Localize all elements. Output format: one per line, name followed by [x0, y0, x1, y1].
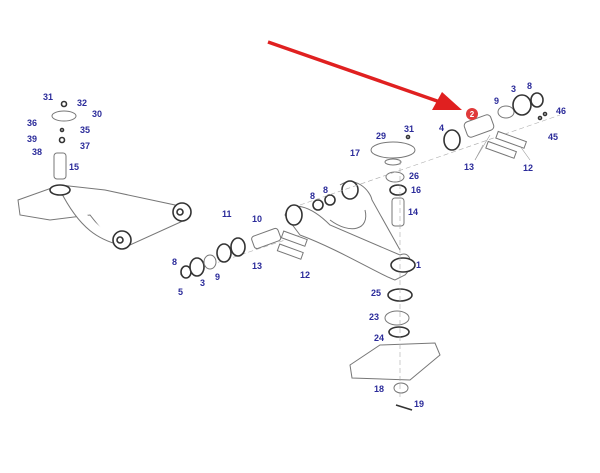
part-label: 18 [374, 384, 384, 394]
part-label: 9 [215, 272, 220, 282]
highlighted-part-marker: 2 [466, 108, 478, 120]
part-label: 12 [523, 163, 533, 173]
part-label: 13 [464, 162, 474, 172]
left-arm-assembly [17, 100, 192, 250]
part-label: 25 [371, 288, 381, 298]
part-label: 8 [323, 185, 328, 195]
part-label: 37 [80, 141, 90, 151]
part-label: 5 [178, 287, 183, 297]
part-label: 8 [172, 257, 177, 267]
part-label: 31 [404, 124, 414, 134]
part-label: 4 [439, 123, 444, 133]
kingpin-stack [349, 134, 441, 411]
part-label: 10 [252, 214, 262, 224]
part-label: 46 [556, 106, 566, 116]
part-label: 30 [92, 109, 102, 119]
part-label: 3 [511, 84, 516, 94]
part-label: 32 [77, 98, 87, 108]
part-label: 3 [200, 278, 205, 288]
part-label: 8 [527, 81, 532, 91]
part-label: 29 [376, 131, 386, 141]
part-label: 38 [32, 147, 42, 157]
part-label: 31 [43, 92, 53, 102]
highlight-arrow [267, 40, 462, 110]
part-label: 35 [80, 125, 90, 135]
part-label: 17 [350, 148, 360, 158]
right-pin-assembly [299, 92, 561, 206]
part-labels: 31 32 30 36 35 39 37 38 15 29 31 4 9 3 8… [27, 81, 566, 409]
part-label: 26 [409, 171, 419, 181]
part-label: 1 [416, 260, 421, 270]
part-label: 13 [252, 261, 262, 271]
part-label: 24 [374, 333, 384, 343]
part-label: 9 [494, 96, 499, 106]
part-label: 16 [411, 185, 421, 195]
highlight-label: 2 [470, 110, 475, 119]
left-pin-assembly [179, 227, 308, 279]
part-label: 45 [548, 132, 558, 142]
part-label: 12 [300, 270, 310, 280]
part-label: 15 [69, 162, 79, 172]
part-label: 14 [408, 207, 418, 217]
part-label: 11 [222, 209, 232, 219]
upper-arm [284, 180, 416, 281]
part-label: 19 [414, 399, 424, 409]
part-label: 8 [310, 191, 315, 201]
part-label: 36 [27, 118, 37, 128]
part-label: 23 [369, 312, 379, 322]
part-label: 39 [27, 134, 37, 144]
